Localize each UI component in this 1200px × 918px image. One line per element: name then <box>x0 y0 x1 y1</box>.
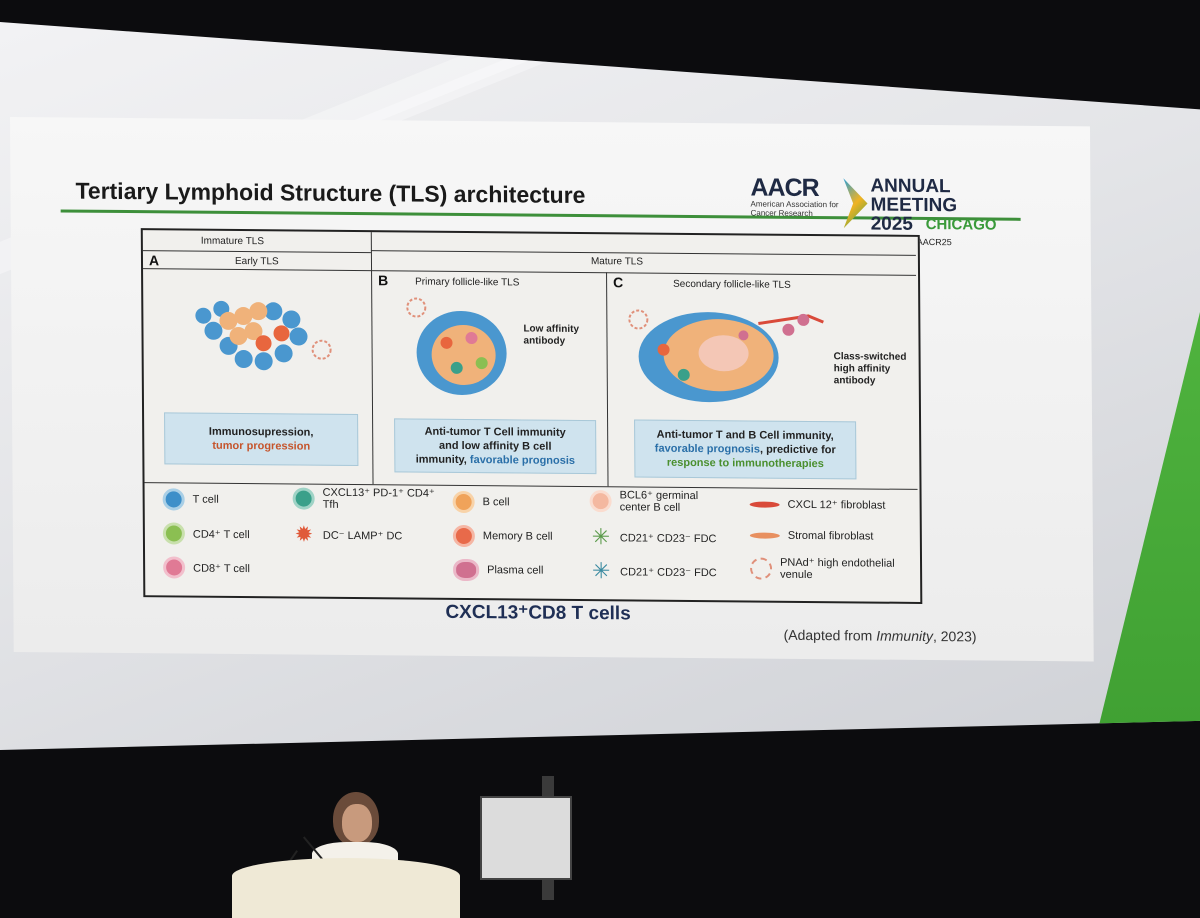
panel-letter-b: B <box>378 272 389 289</box>
divider <box>606 272 609 487</box>
secondary-follicle-illustration <box>628 309 824 403</box>
legend-item: ✹ DC⁻ LAMP⁺ DC <box>294 521 403 547</box>
stage-monitor <box>480 796 572 880</box>
legend-item: BCL6⁺ germinal center B cell <box>589 488 730 514</box>
legend-item: PNAd⁺ high endothelial venule <box>750 555 910 581</box>
divider <box>142 250 371 254</box>
t-cell-icon <box>162 488 185 511</box>
divider <box>143 268 917 276</box>
slide-title: Tertiary Lymphoid Structure (TLS) archit… <box>75 177 586 209</box>
cd8-t-cell-icon <box>163 556 186 579</box>
b-cell-icon <box>452 490 475 514</box>
primary-follicle-illustration <box>406 297 507 395</box>
logo-city: CHICAGO <box>925 215 997 234</box>
slide-caption: CXCL13⁺CD8 T cells <box>445 601 631 625</box>
legend-item: ✳ CD21⁺ CD23⁻ FDC <box>591 558 717 584</box>
fdc-icon: ✳ <box>591 524 611 550</box>
panel-letter-c: C <box>613 274 624 291</box>
fibroblast-icon <box>749 500 780 508</box>
legend-item: B cell <box>452 490 510 514</box>
legend-item: CXCL13⁺ PD-1⁺ CD4⁺ Tfh <box>292 485 443 511</box>
tls-figure: Immature TLS Mature TLS A Early TLS <box>140 228 923 604</box>
annotation-c: Class-switched high affinity antibody <box>833 351 907 387</box>
legend-item: Plasma cell <box>453 558 543 582</box>
legend-item: CD8⁺ T cell <box>163 556 250 579</box>
header-mature: Mature TLS <box>590 256 644 268</box>
gc-b-cell-icon <box>589 489 612 512</box>
green-accent-bar <box>1090 312 1200 750</box>
divider <box>144 482 918 490</box>
tfh-cell-icon <box>292 486 315 510</box>
annotation-b: Low affinity antibody <box>523 323 580 347</box>
header-immature: Immature TLS <box>200 235 265 248</box>
citation: (Adapted from Immunity, 2023) <box>783 626 977 645</box>
logo-mark-icon <box>843 178 867 228</box>
b-cell-cluster <box>219 302 290 352</box>
fdc-alt-icon: ✳ <box>591 558 611 584</box>
legend-item: CD4⁺ T cell <box>162 522 250 545</box>
dendritic-cell-icon: ✹ <box>294 521 314 547</box>
logo-brand-sub: American Association for Cancer Research <box>750 199 839 219</box>
outcome-box-c: Anti-tumor T and B Cell immunity, favora… <box>634 419 857 480</box>
divider <box>370 250 916 256</box>
speaker-face <box>342 804 372 842</box>
cd4-t-cell-icon <box>162 522 185 545</box>
panel-letter-a: A <box>148 252 160 269</box>
memory-b-cell-icon <box>452 524 475 548</box>
legend-item: CXCL 12⁺ fibroblast <box>749 497 885 512</box>
presentation-slide: Tertiary Lymphoid Structure (TLS) archit… <box>10 117 1094 662</box>
podium <box>232 858 460 918</box>
hev-icon <box>750 556 773 580</box>
panel-name-c: Secondary follicle-like TLS <box>673 278 791 291</box>
legend-item: Stromal fibroblast <box>749 529 873 543</box>
outcome-box-b: Anti-tumor T Cell immunity and low affin… <box>394 418 597 475</box>
panel-name-b: Primary follicle-like TLS <box>415 276 520 289</box>
early-tls-illustration <box>195 300 332 371</box>
projection-screen: Tertiary Lymphoid Structure (TLS) archit… <box>0 22 1200 750</box>
legend-item: ✳ CD21⁺ CD23⁻ FDC <box>591 524 717 550</box>
plasma-cell-icon <box>453 558 480 582</box>
outcome-box-a: Immunosupression, tumor progression <box>164 412 359 467</box>
legend-item: Memory B cell <box>452 524 553 548</box>
legend-item: T cell <box>162 488 219 511</box>
stromal-fibroblast-icon <box>749 532 780 539</box>
panel-name-a: Early TLS <box>234 255 279 268</box>
